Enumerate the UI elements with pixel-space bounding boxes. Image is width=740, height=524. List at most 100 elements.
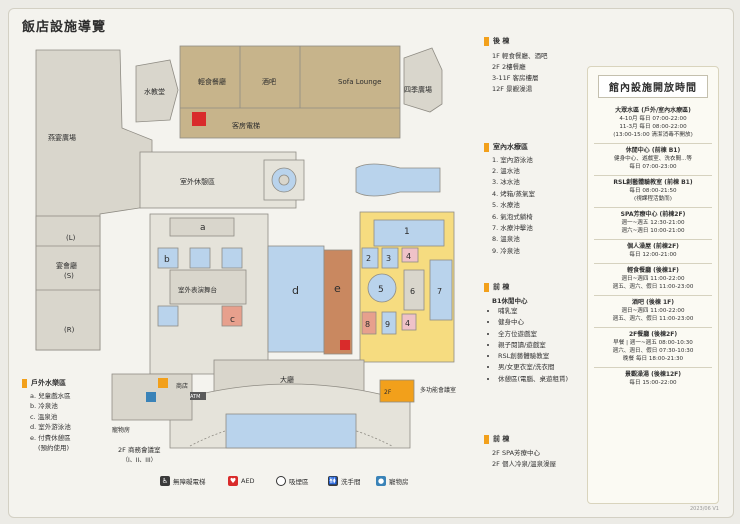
pool-3[interactable] <box>381 247 399 269</box>
pool-8[interactable] <box>361 311 377 335</box>
hours-line: 每日 08:00-21:50 <box>629 188 677 194</box>
label-pool-7: 7 <box>437 287 442 296</box>
outdoor-pool-heading: 戶外水樂區 <box>31 379 66 387</box>
label-outdoor-rest: 室外休憩區 <box>180 177 215 186</box>
outdoor-pool-item: a. 兒童戲水區 <box>30 391 71 400</box>
four-seasons-plaza-block[interactable] <box>403 47 443 113</box>
label-multi-meeting: 多功能會議室 <box>420 386 456 394</box>
banquet-hall-block[interactable] <box>35 215 101 351</box>
label-pool-2: 2 <box>366 254 371 263</box>
legend-accessible-elevator: ♿ 無障礙電梯 <box>160 476 206 486</box>
label-room-d: d <box>292 284 299 297</box>
restroom-icon: 🚻 <box>328 476 338 486</box>
label-room-4: 4 <box>406 252 411 261</box>
hours-block-name: 輕食餐廳 (後棟1F) <box>627 267 679 274</box>
room-e[interactable] <box>323 249 353 355</box>
back-building-item: 12F 景觀澡湯 <box>492 84 533 93</box>
front-building-item: 休憩區(電腦、桌遊租賃) <box>498 374 568 385</box>
pet-icon: ● <box>376 476 386 486</box>
front-building-item: 哺乳室 <box>498 306 568 317</box>
label-sofa-lounge: Sofa Lounge <box>338 78 381 86</box>
garden-pool <box>355 163 441 197</box>
room-4b[interactable] <box>401 313 417 331</box>
front-building-item: 男/女更衣室/洗衣間 <box>498 362 568 373</box>
hours-line: 週一~週五 12:30-21:00 <box>621 220 685 226</box>
hours-title: 館內設施開放時間 <box>598 75 708 98</box>
label-guest-elevator: 客房電梯 <box>232 121 260 130</box>
hours-block: 個人澡屋 (前棟2F) 每日 12:00-21:00 <box>594 240 712 264</box>
label-room-b: b <box>164 255 170 265</box>
indoor-pool-item: 6. 氣泡式躺椅 <box>492 212 533 221</box>
label-banquet-plaza: 燕宴廣場 <box>48 133 76 142</box>
multi-meeting-block[interactable] <box>379 379 415 403</box>
front-building-2-item: 2F SPA芳療中心 <box>492 448 541 457</box>
hours-block: 酒吧 (後棟 1F) 週日~週四 11:00-22:00 週五、週六、假日 11… <box>594 296 712 328</box>
hours-block: 休閒中心 (前棟 B1) 健身中心、遊戲室、洗衣間...等 每日 07:00-2… <box>594 144 712 176</box>
legend-label: AED <box>241 477 255 485</box>
indoor-pool-item: 4. 烤箱/蒸氣室 <box>492 189 535 198</box>
label-stage: 室外表演舞台 <box>178 285 217 294</box>
label-light-meal: 輕食餐廳 <box>198 77 226 86</box>
front-building-subheading: B1休閒中心 <box>492 296 528 305</box>
room-d[interactable] <box>267 245 325 353</box>
label-banquet-hall: 宴會廳 <box>56 261 77 270</box>
legend-smoking: 吸煙區 <box>276 476 309 486</box>
hours-block-name: SPA芳療中心 (前棟2F) <box>620 211 686 218</box>
legend-aed: ♥ AED <box>228 476 255 486</box>
outdoor-pool-panel: 戶外水樂區 a. 兒童戲水區 b. 冷泉池 c. 溫泉池 d. 室外游泳池 e.… <box>22 378 71 454</box>
indoor-pool-item: 9. 冷泉池 <box>492 246 520 255</box>
outdoor-pool-item: b. 冷泉池 <box>30 402 58 410</box>
pool-1[interactable] <box>373 219 445 247</box>
hours-block-name: 景觀澡湯 (後棟12F) <box>624 371 682 378</box>
legend-label: 寵物房 <box>389 478 409 486</box>
front-building-item: 全方位遊戲室 <box>498 329 568 340</box>
indoor-pool-item: 2. 溫水池 <box>492 166 520 175</box>
back-building-item: 3-11F 客房樓層 <box>492 73 539 82</box>
outdoor-pool-item: (預約使用) <box>38 444 70 452</box>
label-meeting-2f-sub: （I、II、III） <box>122 457 157 464</box>
outdoor-pool-item: e. 付費休憩區 <box>30 433 71 442</box>
label-pool-5: 5 <box>378 285 384 295</box>
pool-7[interactable] <box>429 259 453 321</box>
front-building-item: RSL創藝體驗教室 <box>498 351 568 362</box>
front-building-panel: 前 棟 B1休閒中心 哺乳室 健身中心 全方位遊戲室 親子閱讀/遊戲室 RSL創… <box>484 282 568 385</box>
legend-pet: ● 寵物房 <box>376 476 409 486</box>
label-room-a: a <box>200 223 206 233</box>
label-pool-1: 1 <box>404 227 410 237</box>
label-hall-s: (S) <box>64 272 74 280</box>
back-building-panel: 後 棟 1F 輕食餐廳、酒吧 2F 2樓餐廳 3-11F 客房樓層 12F 景觀… <box>484 36 547 95</box>
legend-label: 無障礙電梯 <box>173 478 206 486</box>
room-a[interactable] <box>169 217 235 237</box>
front-building-heading: 前 棟 <box>493 283 510 291</box>
label-shop: 商店 <box>176 382 188 390</box>
water-chapel[interactable] <box>135 59 179 123</box>
hours-line: 週日~週四 11:00-22:00 <box>621 308 685 314</box>
back-building-item: 2F 2樓餐廳 <box>492 62 526 71</box>
label-four-seasons: 四季廣場 <box>404 85 432 94</box>
room-4[interactable] <box>401 247 419 263</box>
front-building-item: 親子閱讀/遊戲室 <box>498 340 568 351</box>
indoor-pool-item: 8. 溫泉池 <box>492 235 520 244</box>
legend-label: 洗手間 <box>341 478 361 486</box>
pool-5[interactable] <box>367 273 397 303</box>
hours-block: 輕食餐廳 (後棟1F) 週日~週四 11:00-22:00 週五、週六、假日 1… <box>594 264 712 296</box>
label-lobby: 大廳 <box>280 375 294 384</box>
back-building[interactable] <box>179 45 401 139</box>
front-plaza <box>225 413 357 449</box>
hours-block-name: 2F餐廳 (後棟2F) <box>628 331 678 338</box>
hours-block-name: RSL創藝體驗教室 (前棟 B1) <box>613 179 693 186</box>
pool-2[interactable] <box>361 247 379 269</box>
lounger-6[interactable] <box>403 269 425 311</box>
hours-line: (13:00-15:00 清潔消毒不開放) <box>613 132 693 138</box>
front-building-2-item: 2F 個人冷泉/溫泉澡屋 <box>492 459 557 468</box>
label-bar: 酒吧 <box>262 78 276 86</box>
back-building-heading: 後 棟 <box>493 37 510 45</box>
indoor-pool-panel: 室內水療區 1. 室內游泳池 2. 溫水池 3. 冰水池 4. 烤箱/蒸氣室 5… <box>484 142 535 257</box>
front-building-item: 健身中心 <box>498 317 568 328</box>
accessible-elevator-icon: ♿ <box>160 476 170 486</box>
pool-9[interactable] <box>381 311 397 335</box>
label-lounger-6: 6 <box>410 287 415 296</box>
hours-line: 週日~週四 11:00-22:00 <box>621 276 685 282</box>
